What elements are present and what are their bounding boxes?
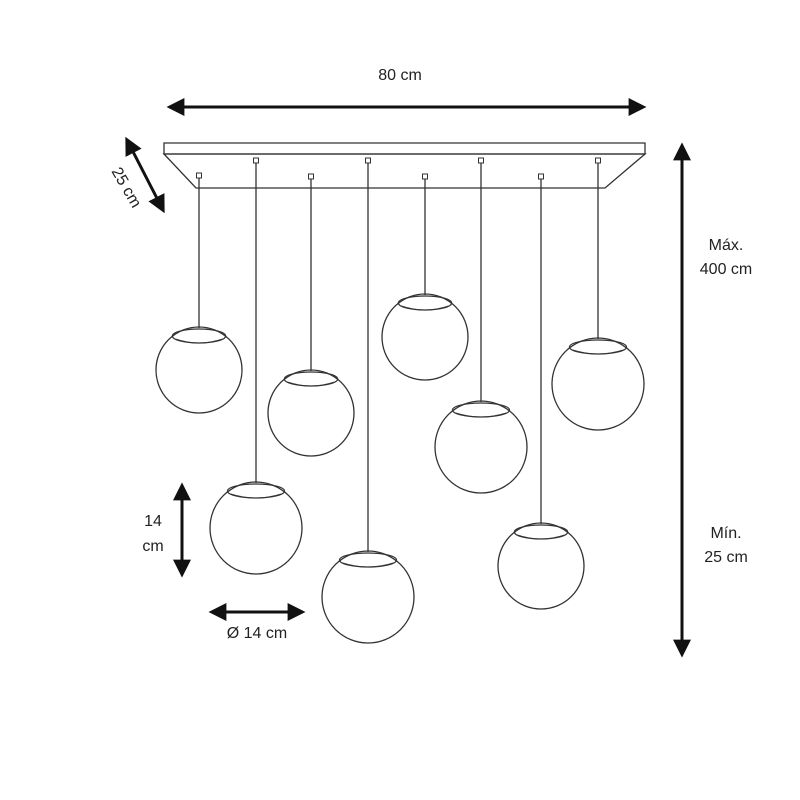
globe-rim-2 xyxy=(230,493,282,499)
globe-rim-8 xyxy=(572,349,624,355)
ceiling-canopy xyxy=(162,142,647,189)
globe-height-label-line1: 14 xyxy=(144,513,162,530)
globe-rim-6 xyxy=(455,412,507,418)
pendant-2 xyxy=(209,157,303,575)
globe-8 xyxy=(551,337,645,431)
globe-4 xyxy=(321,550,415,644)
globe-height-label-line2: cm xyxy=(142,538,163,555)
pendant-5 xyxy=(381,173,469,381)
depth-label: 25 cm xyxy=(108,165,145,211)
globe-5 xyxy=(381,293,469,381)
pendant-3 xyxy=(267,173,355,457)
globe-rim-3 xyxy=(287,381,335,387)
pendant-mount-1 xyxy=(196,172,202,179)
max-height-label-line1: Máx. xyxy=(709,237,744,254)
globe-7 xyxy=(497,522,585,610)
globe-rim-5 xyxy=(401,305,449,311)
pendant-1 xyxy=(155,172,243,414)
depth-arrow xyxy=(125,136,165,214)
pendant-mount-7 xyxy=(538,173,544,180)
min-height-label-line2: 25 cm xyxy=(704,549,748,566)
pendant-7 xyxy=(497,173,585,610)
pendant-4 xyxy=(321,157,415,644)
pendant-mount-3 xyxy=(308,173,314,180)
globe-rim-4 xyxy=(342,562,394,568)
globe-rim-1 xyxy=(175,338,223,344)
globe-3 xyxy=(267,369,355,457)
pendant-8 xyxy=(551,157,645,431)
globe-diameter-label: Ø 14 cm xyxy=(227,625,287,642)
globe-1 xyxy=(155,326,243,414)
width-label: 80 cm xyxy=(378,67,422,84)
pendant-mount-6 xyxy=(478,157,484,164)
globe-6 xyxy=(434,400,528,494)
globe-2 xyxy=(209,481,303,575)
globe-rim-7 xyxy=(517,534,565,540)
pendant-mount-8 xyxy=(595,157,601,164)
pendant-mount-2 xyxy=(253,157,259,164)
min-height-label-line1: Mín. xyxy=(710,525,741,542)
pendant-mount-5 xyxy=(422,173,428,180)
pendant-6 xyxy=(434,157,528,494)
pendant-lights xyxy=(155,157,645,644)
pendant-mount-4 xyxy=(365,157,371,164)
max-height-label-line2: 400 cm xyxy=(700,261,752,278)
